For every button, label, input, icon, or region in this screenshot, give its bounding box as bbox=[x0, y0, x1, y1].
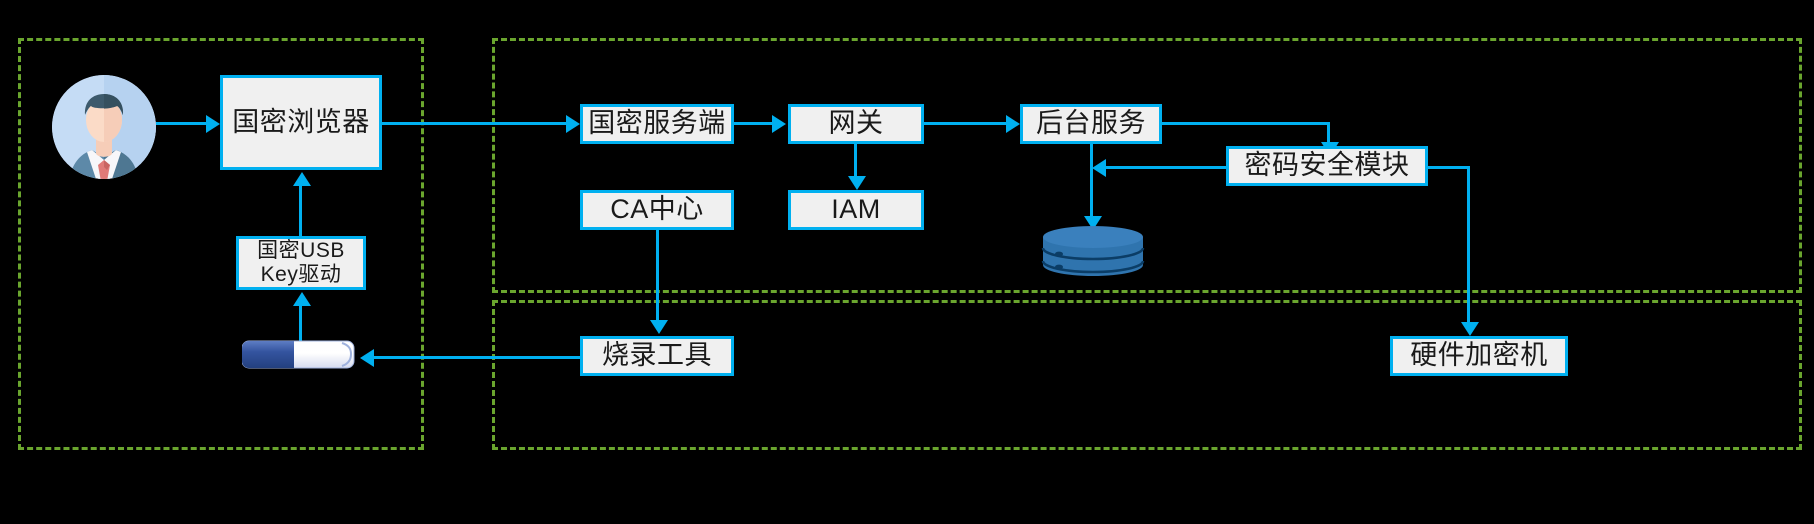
edge-usbkey-to-driver-arrow bbox=[293, 292, 311, 306]
edge-crypto-backend-stub bbox=[1090, 144, 1093, 168]
edge-driver-to-browser-arrow bbox=[293, 172, 311, 186]
zone-client bbox=[18, 38, 424, 450]
node-usb-key-driver[interactable]: 国密USB Key驱动 bbox=[236, 236, 366, 290]
edge-user-to-browser-arrow bbox=[206, 115, 220, 133]
edge-burntool-to-usbkey-arrow bbox=[360, 349, 374, 367]
edge-ca-to-burntool-line bbox=[656, 230, 659, 320]
edge-burntool-to-usbkey-line bbox=[374, 356, 580, 359]
node-burn-tool[interactable]: 烧录工具 bbox=[580, 336, 734, 376]
zone-server bbox=[492, 38, 1802, 293]
edge-crypto-to-hsm-h bbox=[1428, 166, 1470, 169]
edge-crypto-to-backend-arrow bbox=[1092, 159, 1106, 177]
node-gateway[interactable]: 网关 bbox=[788, 104, 924, 144]
edge-backend-to-crypto-h bbox=[1162, 122, 1330, 125]
edge-driver-to-browser-line bbox=[299, 186, 302, 236]
usb-key-svg bbox=[241, 340, 355, 369]
edge-gateway-to-iam-line bbox=[854, 144, 857, 178]
edge-backend-to-crypto-v bbox=[1327, 122, 1330, 144]
edge-gmserver-to-gateway-line bbox=[734, 122, 774, 125]
node-backend-service[interactable]: 后台服务 bbox=[1020, 104, 1162, 144]
edge-usbkey-to-driver-line bbox=[299, 306, 302, 344]
database-svg bbox=[1041, 226, 1145, 276]
node-hardware-encryption-machine[interactable]: 硬件加密机 bbox=[1390, 336, 1568, 376]
edge-crypto-to-hsm-v bbox=[1467, 166, 1470, 324]
database-cylinder-icon bbox=[1041, 226, 1145, 276]
zone-infrastructure bbox=[492, 300, 1802, 450]
edge-browser-to-gmserver-line bbox=[382, 122, 566, 125]
node-gm-browser[interactable]: 国密浏览器 bbox=[220, 75, 382, 170]
edge-gateway-to-iam-arrow bbox=[848, 176, 866, 190]
edge-crypto-to-backend-h bbox=[1106, 166, 1226, 169]
edge-gmserver-to-gateway-arrow bbox=[772, 115, 786, 133]
edge-gateway-to-backend-arrow bbox=[1006, 115, 1020, 133]
node-gm-server[interactable]: 国密服务端 bbox=[580, 104, 734, 144]
edge-backend-to-db-line bbox=[1090, 168, 1093, 218]
edge-browser-to-gmserver-arrow bbox=[566, 115, 580, 133]
node-crypto-security-module[interactable]: 密码安全模块 bbox=[1226, 146, 1428, 186]
edge-ca-to-burntool-arrow bbox=[650, 320, 668, 334]
user-avatar-svg bbox=[52, 75, 156, 179]
edge-crypto-to-hsm-arrow bbox=[1461, 322, 1479, 336]
usb-key-device-icon bbox=[241, 337, 356, 371]
edge-user-to-browser-line bbox=[156, 122, 206, 125]
edge-gateway-to-backend-line bbox=[924, 122, 1008, 125]
node-ca-center[interactable]: CA中心 bbox=[580, 190, 734, 230]
user-avatar-icon bbox=[52, 75, 156, 179]
node-iam[interactable]: IAM bbox=[788, 190, 924, 230]
